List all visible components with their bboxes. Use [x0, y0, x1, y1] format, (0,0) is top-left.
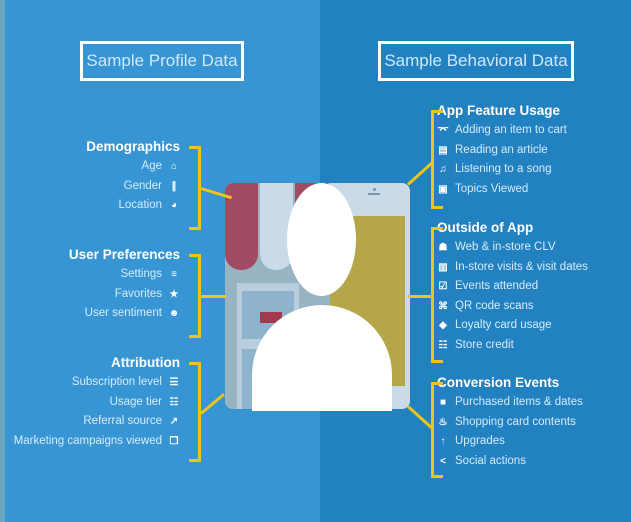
list-item-referral-source: Referral source ↗ — [0, 412, 180, 432]
profile-data-title: Sample Profile Data — [80, 41, 244, 81]
list-item-events-attended: ☑ Events attended — [437, 277, 631, 297]
music-icon: ♫ — [439, 164, 447, 175]
item-label: Listening to a song — [455, 163, 552, 175]
share-icon: < — [440, 455, 446, 467]
cart-icon: ⌤ — [437, 125, 449, 136]
sitemap-icon: ☷ — [169, 396, 179, 408]
monitor-icon: ▣ — [438, 183, 448, 195]
connector-line — [408, 295, 433, 298]
item-label: Marketing campaigns viewed — [13, 434, 162, 447]
bracket-attribution — [189, 362, 201, 462]
item-label: In-store visits & visit dates — [455, 260, 588, 273]
list-item-location: Location ◕ — [0, 196, 180, 216]
item-label: Topics Viewed — [455, 182, 529, 195]
store-sign — [260, 312, 282, 323]
bag-icon: ■ — [439, 397, 447, 408]
behavioral-data-title: Sample Behavioral Data — [378, 41, 574, 81]
list-item-favorites: Favorites ★ — [0, 285, 180, 305]
list-item-user-sentiment: User sentiment ☻ — [0, 304, 180, 324]
bracket-demographics — [189, 146, 201, 230]
phone-camera — [373, 188, 376, 191]
list-item-instore-visits: ▥ In-store visits & visit dates — [437, 258, 631, 278]
qr-frame-icon: ⌘ — [438, 300, 448, 312]
globe-icon: ◕ — [170, 200, 178, 211]
left-edge-strip — [0, 0, 5, 522]
star-icon: ★ — [169, 288, 179, 300]
item-label: Settings — [120, 268, 162, 280]
sliders-icon: ≡ — [171, 269, 177, 280]
list-item-reading-article: ▤ Reading an article — [437, 141, 627, 161]
list-item-listening-song: ♫ Listening to a song — [437, 160, 627, 180]
group-demographics: Demographics Age ⌂ Gender ∥ Location ◕ — [0, 137, 180, 216]
basket-icon: ♨ — [438, 416, 448, 428]
item-label: Social actions — [455, 454, 526, 467]
connector-line — [201, 295, 226, 298]
item-label: Favorites — [114, 287, 162, 300]
list-item-topics-viewed: ▣ Topics Viewed — [437, 180, 627, 200]
money-bag-icon: ☗ — [438, 242, 448, 253]
list-item-shopping-card: ♨ Shopping card contents — [437, 413, 627, 433]
group-attribution: Attribution Subscription level ☰ Usage ti… — [0, 353, 180, 451]
group-title: Demographics — [86, 139, 180, 154]
tag-icon: ◆ — [439, 320, 447, 331]
list-item-gender: Gender ∥ — [0, 177, 180, 197]
bracket-user-preferences — [189, 254, 201, 338]
group-user-preferences: User Preferences Settings ≡ Favorites ★ Us… — [0, 245, 180, 324]
list-item-purchased-items: ■ Purchased items & dates — [437, 393, 627, 413]
list-item-web-instore-clv: ☗ Web & in-store CLV — [437, 238, 631, 258]
group-app-feature-usage: App Feature Usage ⌤ Adding an item to car… — [437, 101, 627, 199]
group-title: Conversion Events — [437, 375, 560, 390]
list-item-subscription-level: Subscription level ☰ — [0, 373, 180, 393]
item-label: Age — [141, 160, 162, 172]
item-label: Location — [118, 199, 162, 211]
face-icon: ☻ — [168, 308, 180, 319]
newspaper-icon: ▤ — [438, 144, 448, 156]
item-label: Usage tier — [109, 395, 162, 408]
item-label: Referral source — [83, 415, 162, 427]
group-title: Attribution — [111, 355, 180, 370]
arrow-up-icon: ↑ — [440, 436, 446, 447]
list-item-add-to-cart: ⌤ Adding an item to cart — [437, 121, 627, 141]
group-outside-of-app: Outside of App ☗ Web & in-store CLV ▥ In-s… — [437, 218, 631, 355]
phone-speaker — [368, 193, 380, 195]
item-label: Shopping card contents — [455, 415, 576, 428]
group-title: User Preferences — [68, 247, 180, 262]
item-label: Loyalty card usage — [455, 319, 552, 331]
group-title: Outside of App — [437, 220, 534, 235]
list-item-store-credit: ☷ Store credit — [437, 336, 631, 356]
person-body-icon — [252, 305, 392, 411]
store-icon: ▥ — [438, 261, 448, 273]
item-label: Store credit — [455, 338, 514, 351]
list-item-settings: Settings ≡ — [0, 265, 180, 285]
check-square-icon: ☑ — [438, 281, 448, 292]
bracket-conversion-events — [431, 382, 443, 478]
list-item-loyalty-card: ◆ Loyalty card usage — [437, 316, 631, 336]
item-label: Adding an item to cart — [455, 124, 567, 136]
gender-icon: ∥ — [171, 180, 177, 192]
list-item-social-actions: < Social actions — [437, 452, 627, 472]
person-head-icon — [287, 183, 356, 296]
list-item-marketing-campaigns: Marketing campaigns viewed ❐ — [0, 432, 180, 452]
item-label: Upgrades — [455, 435, 505, 447]
item-label: Web & in-store CLV — [455, 241, 556, 253]
receipt-icon: ☷ — [438, 339, 448, 351]
cake-icon: ⌂ — [170, 161, 178, 172]
list-item-upgrades: ↑ Upgrades — [437, 432, 627, 452]
item-label: User sentiment — [84, 307, 162, 319]
group-conversion-events: Conversion Events ■ Purchased items & dat… — [437, 373, 627, 471]
item-label: Reading an article — [455, 143, 548, 156]
list-item-qr-scans: ⌘ QR code scans — [437, 297, 631, 317]
item-label: Gender — [123, 179, 162, 192]
item-label: Events attended — [455, 280, 539, 292]
copy-icon: ❐ — [169, 435, 179, 447]
share-out-icon: ↗ — [169, 416, 179, 427]
list-item-age: Age ⌂ — [0, 157, 180, 177]
database-icon: ☰ — [169, 377, 179, 388]
group-title: App Feature Usage — [437, 103, 561, 118]
list-item-usage-tier: Usage tier ☷ — [0, 393, 180, 413]
bracket-app-feature-usage — [431, 110, 443, 209]
item-label: Purchased items & dates — [455, 396, 583, 408]
item-label: Subscription level — [71, 376, 162, 388]
item-label: QR code scans — [455, 299, 534, 312]
